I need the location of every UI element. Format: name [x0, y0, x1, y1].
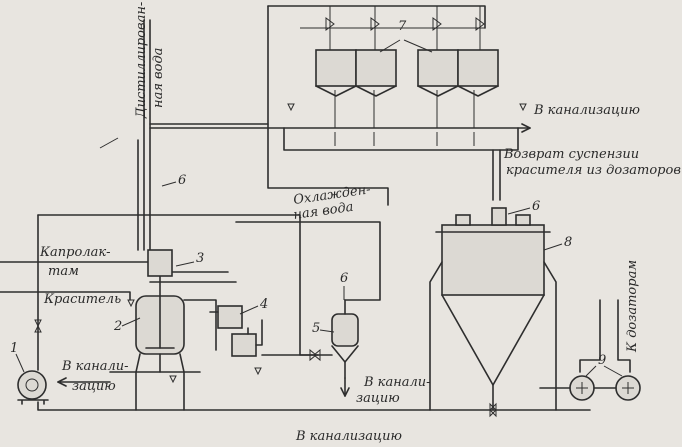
pump-1 [17, 370, 47, 400]
dosing-tank-3 [417, 49, 459, 87]
callout-5: 5 [312, 321, 320, 336]
callout-4: 4 [259, 297, 268, 312]
upper-piping [149, 5, 531, 206]
text-labels: Дистиллирован- ная вода В канализацию Во… [39, 2, 681, 444]
storage-hopper-8 [429, 207, 557, 411]
callout-9: 9 [598, 353, 606, 368]
callout-7: 7 [398, 19, 407, 34]
suspension-return-label-2: красителя из дозаторов [506, 163, 681, 178]
to-dosers-label: К дозаторам [625, 260, 640, 353]
distilled-water-line [99, 19, 151, 251]
dosing-tank-4 [457, 49, 499, 87]
sewer-bottom-label: В канализацию [295, 429, 402, 444]
heat-exchanger-4 [183, 299, 263, 357]
sewer-top-label: В канализацию [533, 103, 640, 118]
callout-numbers: 1 2 3 4 5 6 6 6 7 8 9 [10, 19, 623, 377]
suspension-return-label-1: Возврат суспензии [503, 147, 639, 162]
callout-6a: 6 [178, 173, 186, 188]
pumps-9 [539, 299, 641, 401]
reactor-2 [109, 249, 201, 411]
sewer-left-label-1: В канали- [61, 359, 129, 374]
callout-3: 3 [196, 251, 204, 266]
callout-8: 8 [564, 235, 572, 250]
distilled-water-label-1: Дистиллирован- [134, 2, 149, 119]
dosing-tank-2 [355, 49, 397, 87]
callout-1: 1 [10, 341, 18, 356]
callout-6c: 6 [532, 199, 540, 214]
distilled-water-label-2: ная вода [151, 48, 166, 108]
callout-2: 2 [113, 319, 122, 334]
valves [34, 103, 527, 418]
callout-6b: 6 [340, 271, 348, 286]
dosing-tank-group [315, 17, 499, 97]
dye-label: Краситель [43, 292, 121, 307]
cooled-water-line [235, 221, 381, 301]
sewer-mid-label-1: В канали- [363, 375, 431, 390]
flow-arrows [57, 123, 531, 397]
dosing-tank-1 [315, 49, 357, 87]
reactor-motor [147, 249, 173, 277]
separator-5 [261, 299, 359, 379]
caprolactam-label-2: там [48, 264, 79, 279]
sewer-mid-label-2: зацию [356, 391, 400, 406]
caprolactam-label-1: Капролак- [39, 245, 111, 260]
